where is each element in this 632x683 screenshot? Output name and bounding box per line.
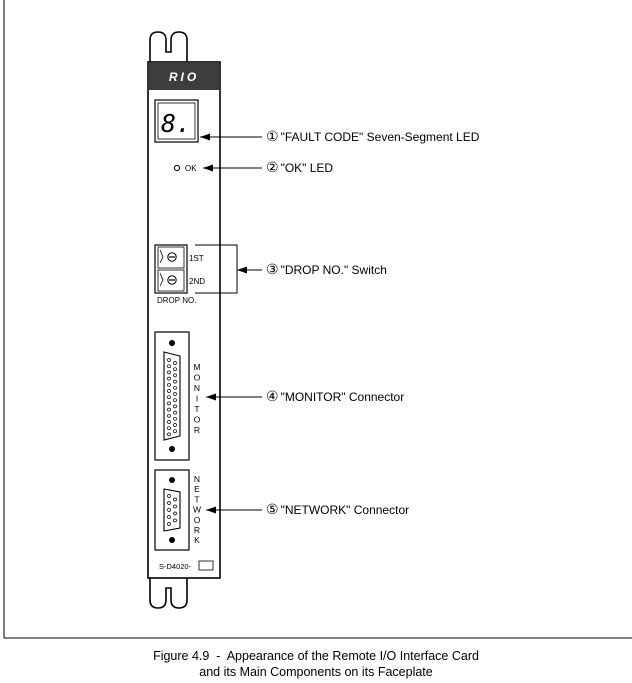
monitor-label-letter: O [194,415,201,425]
switch-2nd-label: 2ND [189,277,205,286]
monitor-pin [167,420,171,424]
callout-2-arrowhead-icon [203,164,213,172]
callout-arrows [195,133,262,514]
network-connector: NETWORK [154,469,201,551]
monitor-pin [167,432,171,437]
figure-caption: Figure 4.9 - Appearance of the Remote I/… [0,648,632,680]
monitor-connector: MONITOR [154,331,201,461]
monitor-pin [173,373,177,378]
callout-3: ③"DROP NO." Switch [266,261,387,277]
network-label-letter: K [194,535,200,545]
callout-labels: ①"FAULT CODE" Seven-Segment LED ②"OK" LE… [266,128,480,517]
monitor-screw-top-icon [169,340,175,346]
network-pin [173,504,177,509]
monitor-pin [173,410,177,415]
monitor-label-letter: I [196,394,198,404]
network-label-letter: E [194,484,200,494]
top-mounting-ear [149,31,188,62]
network-pin [167,494,171,498]
network-label-letter: R [194,525,200,535]
monitor-pin [167,395,171,400]
monitor-pin [167,382,171,387]
network-label-letter: T [194,494,199,504]
network-pin-array [167,494,177,526]
monitor-pin [173,416,177,421]
monitor-pin [167,407,171,412]
monitor-pin [167,358,171,362]
callout-4: ④"MONITOR" Connector [266,388,404,404]
bottom-mounting-ear [149,578,188,609]
network-vertical-label: NETWORK [193,474,201,545]
callout-3-bracket [195,244,238,294]
monitor-vertical-label: MONITOR [193,362,200,435]
monitor-label-letter: T [194,404,199,414]
monitor-screw-bottom-icon [169,446,175,452]
monitor-pin [167,426,171,431]
ok-label: OK [185,164,197,173]
monitor-pin [173,385,177,390]
network-label-letter: N [194,474,200,484]
part-number-box [198,560,214,571]
callout-1: ①"FAULT CODE" Seven-Segment LED [266,128,480,144]
fault-code-led-housing [154,99,199,143]
drop-no-label: DROP NO. [157,296,196,305]
card-title: RIO [169,70,199,84]
callout-5-arrowhead-icon [206,506,216,514]
callout-4-arrowhead-icon [206,393,216,401]
network-pin [173,497,177,502]
network-pin [167,515,171,519]
rio-card: RIO 8. OK 1ST 2ND DROP NO. [147,31,221,609]
network-pin [167,508,171,512]
callout-3-arrowhead-icon [237,266,247,274]
switch-1st-label: 1ST [189,254,204,263]
monitor-pin [167,401,171,406]
network-label-letter: W [193,505,201,515]
network-pin [173,518,177,523]
monitor-d-shell [163,351,181,441]
monitor-pin [173,392,177,396]
monitor-pin [167,376,171,381]
callout-5: ⑤"NETWORK" Connector [266,501,409,517]
monitor-label-letter: R [194,425,200,435]
monitor-pin [167,413,171,418]
monitor-label-letter: N [194,383,200,393]
part-number: S-D4020- [159,562,192,571]
switch-2nd-pointer-icon [159,272,164,287]
monitor-pin [173,404,177,409]
monitor-pin [173,423,177,427]
caption-line-1: Figure 4.9 - Appearance of the Remote I/… [153,649,479,663]
fault-code-led-window [157,102,196,140]
drop-no-switch-group: 1ST 2ND DROP NO. [154,244,205,305]
callout-2: ②"OK" LED [266,159,333,175]
monitor-pin [167,364,171,369]
monitor-pin [173,379,177,384]
caption-line-2: and its Main Components on its Faceplate [199,665,433,679]
monitor-pin [173,429,177,434]
monitor-label-letter: M [193,362,200,372]
callout-1-arrowhead-icon [200,133,210,141]
monitor-pin [167,389,171,393]
monitor-pin [167,370,171,375]
monitor-pin [173,398,177,403]
network-label-letter: O [194,515,201,525]
ok-led [173,164,181,172]
network-screw-top-icon [169,477,175,483]
network-pin [173,511,177,516]
network-screw-bottom-icon [169,537,175,543]
title-bar [149,63,219,90]
monitor-pin [173,367,177,372]
monitor-pin [173,361,177,365]
network-d-shell [163,488,181,532]
monitor-pin-array [167,358,177,437]
network-pin [167,501,171,505]
switch-1st-pointer-icon [159,249,164,264]
monitor-label-letter: O [194,373,201,383]
fault-code-digit: 8. [161,109,191,138]
network-pin [167,522,171,526]
